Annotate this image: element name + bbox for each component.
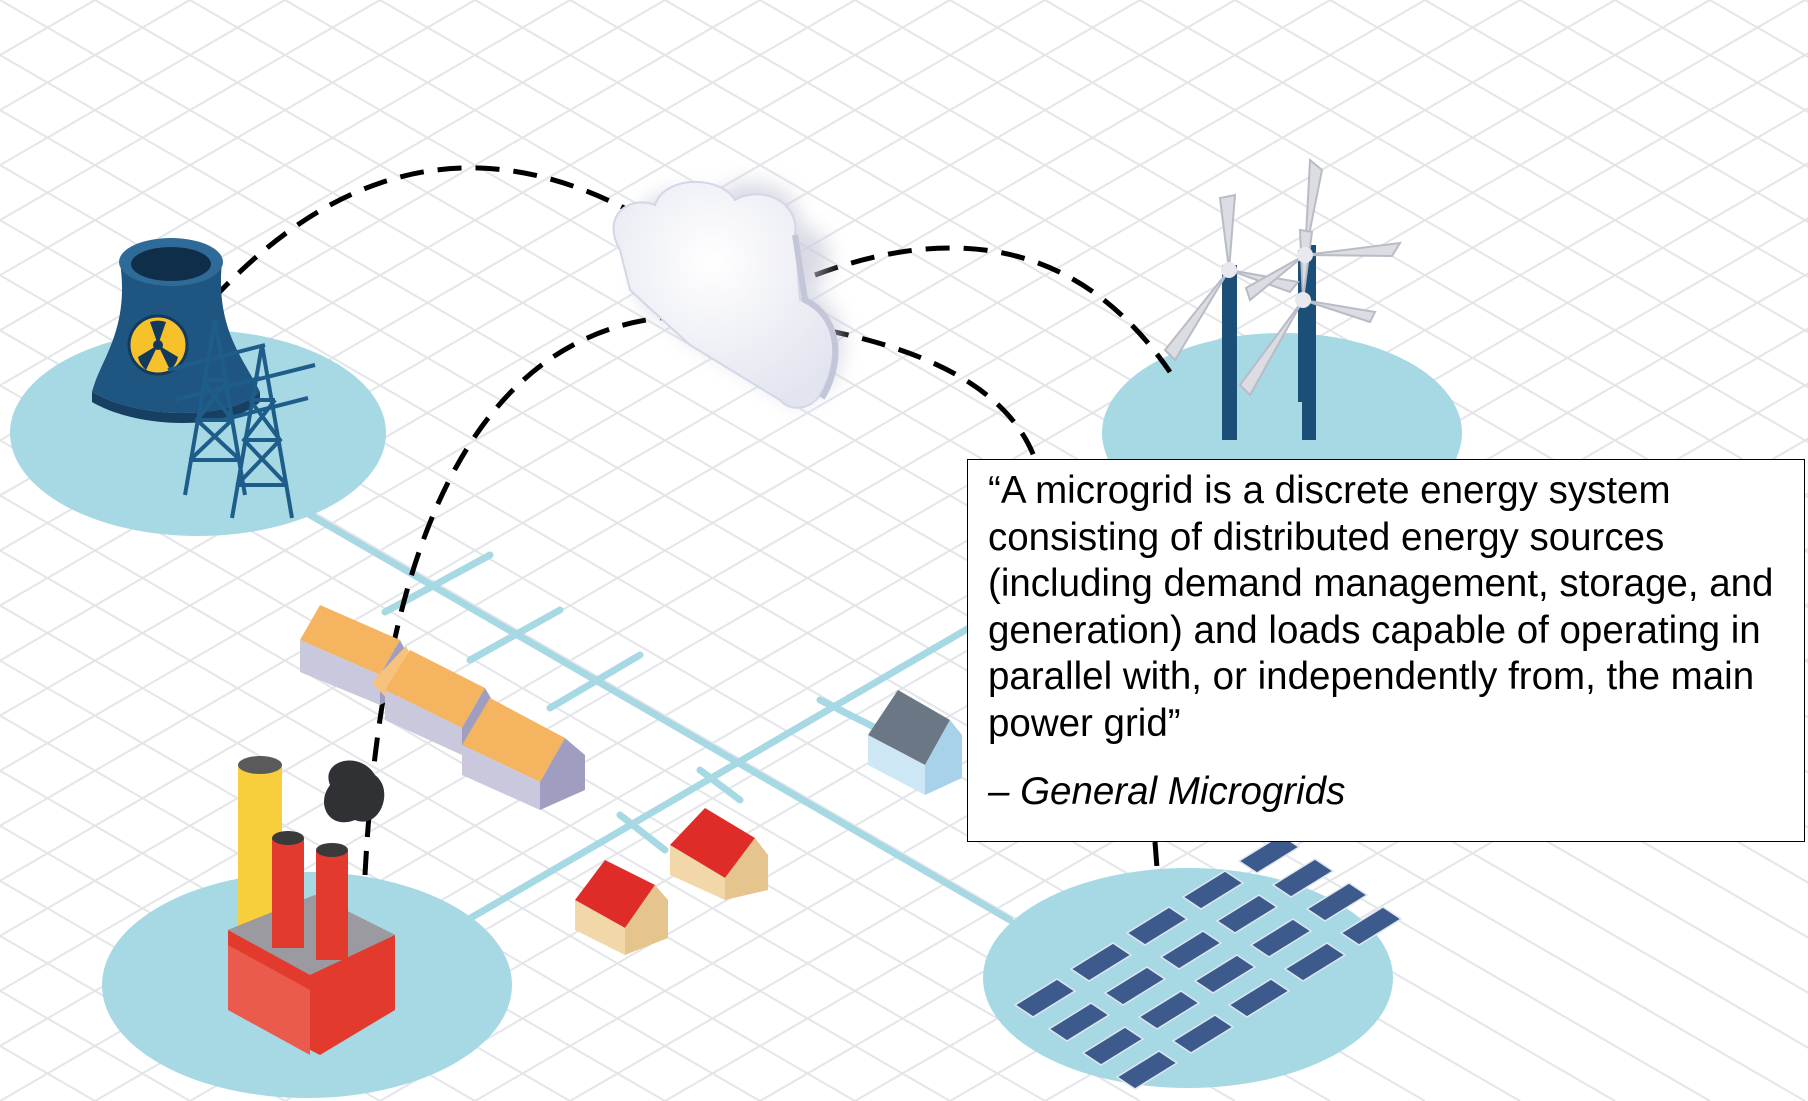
wind-turbine-icon (1163, 157, 1402, 440)
power-lines (301, 508, 1014, 934)
microgrid-definition-quote: “A microgrid is a discrete energy system… (967, 459, 1805, 842)
solar-panel (1171, 1014, 1235, 1054)
dashed-links (210, 165, 1173, 876)
house-icon (575, 860, 668, 955)
solar-panel (1193, 954, 1257, 994)
house-icon (462, 698, 585, 810)
solar-panel (1339, 906, 1403, 946)
solar-panel (1215, 894, 1279, 934)
solar-panel (1237, 834, 1301, 874)
solar-panel (1249, 918, 1313, 958)
solar-panel (1283, 942, 1347, 982)
solar-panel (1227, 978, 1291, 1018)
house-icon (868, 690, 962, 795)
solar-panel (1305, 882, 1369, 922)
solar-panel (1137, 990, 1201, 1030)
solar-panel (1125, 906, 1189, 946)
solar-panel (1047, 1002, 1111, 1042)
nuclear-plant-icon (92, 238, 260, 423)
solar-panel (1181, 870, 1245, 910)
solar-panel (1103, 966, 1167, 1006)
house-icon (670, 808, 768, 900)
cloud-icon (612, 180, 843, 409)
solar-panel (1271, 858, 1335, 898)
solar-panel (1013, 978, 1077, 1018)
solar-panel (1069, 942, 1133, 982)
transmission-tower-icon (167, 319, 316, 519)
solar-panel (1081, 1026, 1145, 1066)
solar-panel (1159, 930, 1223, 970)
factory-icon (228, 756, 395, 1055)
quote-attribution: – General Microgrids (988, 770, 1346, 813)
solar-panel-icon (1013, 834, 1403, 1090)
quote-text: “A microgrid is a discrete energy system… (988, 469, 1774, 745)
solar-panel (1115, 1050, 1179, 1090)
